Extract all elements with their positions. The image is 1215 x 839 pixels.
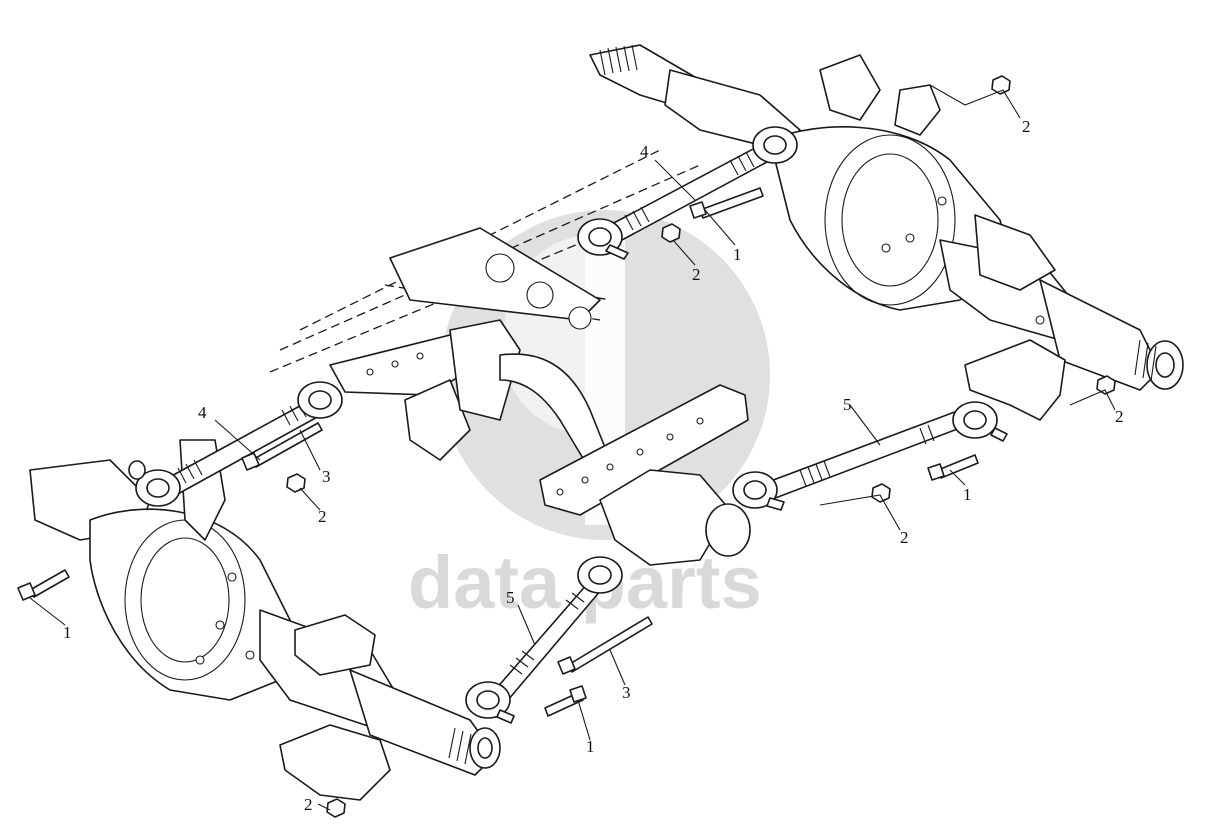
callout-1-front-bolt: 1 — [63, 623, 72, 642]
callout-3-center: 3 — [622, 683, 631, 702]
callout-4-upper: 4 — [640, 142, 649, 161]
callout-1-right-bolt: 1 — [963, 485, 972, 504]
leader-lines — [29, 84, 1116, 811]
torque-rod-lower — [128, 381, 343, 507]
tie-rod-right — [732, 401, 1008, 511]
callout-2-rear-nut: 2 — [1022, 117, 1031, 136]
callout-2-lower-nut: 2 — [318, 507, 327, 526]
callout-2-center-nut: 2 — [900, 528, 909, 547]
callout-5-lower: 5 — [506, 588, 515, 607]
callout-2-bottom-nut: 2 — [304, 795, 313, 814]
bolts — [17, 187, 979, 717]
long-bolts — [241, 422, 653, 675]
callout-labels: 4 2 1 2 4 3 2 1 5 2 1 2 5 3 1 2 — [63, 117, 1124, 814]
callout-2-upper-nut: 2 — [692, 265, 701, 284]
torque-rod-upper — [577, 126, 798, 260]
callout-2-right-nut: 2 — [1115, 407, 1124, 426]
callout-1-lower-bolt: 1 — [586, 737, 595, 756]
callout-5-right: 5 — [843, 395, 852, 414]
tie-rod-lower — [465, 556, 623, 724]
callout-3-lower: 3 — [322, 467, 331, 486]
nuts — [286, 75, 1116, 818]
rear-axle — [589, 44, 1184, 421]
callout-4-lower: 4 — [198, 403, 207, 422]
callout-1-upper-bolt: 1 — [733, 245, 742, 264]
